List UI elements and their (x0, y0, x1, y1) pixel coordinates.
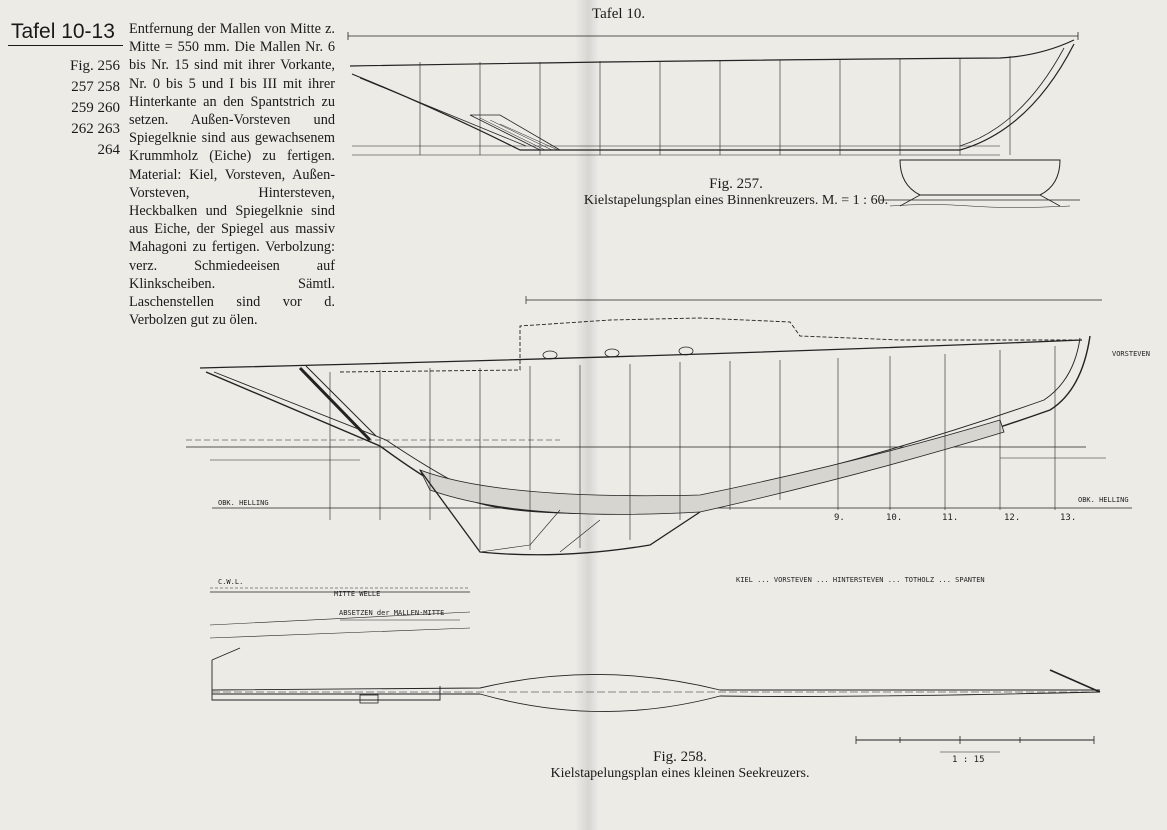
scale-label: 1 : 15 (952, 755, 985, 765)
helling-right-label: OBK. HELLING (1078, 496, 1129, 504)
frame-number: 9. (834, 513, 845, 523)
figures-index: Fig. 256 257 258 259 260 262 263 264 (8, 56, 120, 161)
fig258-text: Kielstapelungsplan eines kleinen Seekreu… (550, 766, 810, 781)
plate-title: Tafel 10. (592, 6, 646, 22)
fig257-text: Kielstapelungsplan eines Binnenkreuzers.… (583, 193, 889, 208)
fig258-caption: Fig. 258. Kielstapelungsplan eines klein… (470, 749, 890, 782)
description-text: Entfernung der Mallen von Mitte z. Mitte… (129, 21, 335, 329)
frame-number: 10. (886, 513, 902, 523)
absetzen-label: ABSETZEN der MALLEN-MITTE (339, 609, 444, 617)
frame-number: 11. (942, 513, 958, 523)
page-fold (575, 0, 599, 830)
fig258-drawing (186, 296, 1132, 753)
fig257-caption: Fig. 257. Kielstapelungsplan eines Binne… (556, 176, 916, 209)
vorsteven-label: VORSTEVEN (1112, 350, 1150, 358)
mitte-welle-label: MITTE WELLE (334, 590, 380, 598)
figure-index-item: Fig. 256 (69, 58, 120, 74)
fig258-number: Fig. 258. (653, 749, 707, 765)
fig257-number: Fig. 257. (709, 176, 763, 192)
frame-number: 12. (1004, 513, 1020, 523)
frame-number: 13. (1060, 513, 1076, 523)
cwl-label: C.W.L. (218, 578, 243, 586)
figure-index-item: 259 260 (71, 100, 120, 116)
material-note: KIEL ... VORSTEVEN ... HINTERSTEVEN ... … (736, 576, 985, 584)
figure-index-item: 264 (97, 142, 121, 158)
helling-left-label: OBK. HELLING (218, 499, 269, 507)
figure-index-item: 262 263 (71, 121, 120, 137)
tafel-label: Tafel 10-13 (8, 20, 123, 46)
fig257-drawing (347, 32, 1080, 208)
figure-index-item: 257 258 (71, 79, 120, 95)
